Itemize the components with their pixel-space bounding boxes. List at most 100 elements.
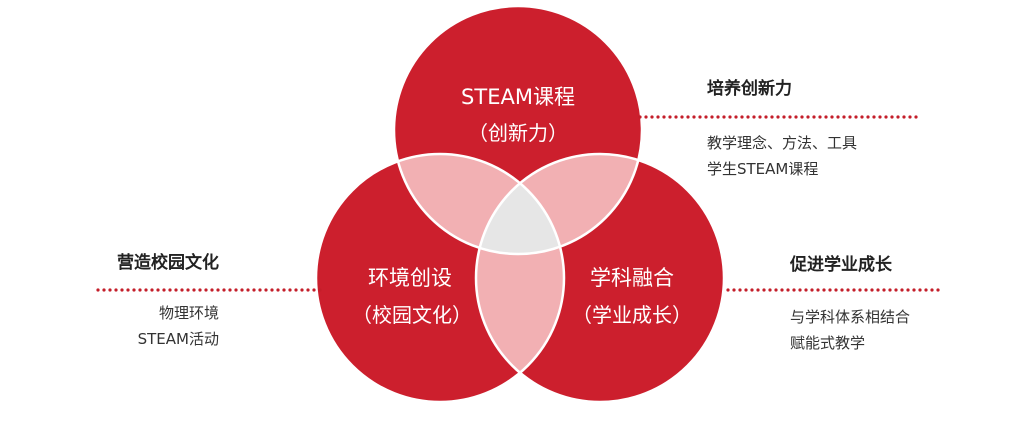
leader-dot: [656, 115, 660, 119]
callout-top-right-line-2: 学生STEAM课程: [707, 160, 818, 178]
leader-dot: [900, 288, 904, 292]
leader-dot: [674, 115, 678, 119]
leader-dot: [276, 288, 280, 292]
leader-dot: [174, 288, 178, 292]
outline-right: [474, 152, 726, 404]
leader-dot: [300, 288, 304, 292]
leader-dot: [216, 288, 220, 292]
leader-dot: [228, 288, 232, 292]
leader-dot: [282, 288, 286, 292]
leader-dot: [876, 288, 880, 292]
callout-top-right-title: 培养创新力: [707, 78, 792, 99]
leader-right: [726, 288, 940, 292]
leader-dot: [902, 115, 906, 119]
leader-dot: [894, 288, 898, 292]
leader-dot: [114, 288, 118, 292]
callout-left-line-1: 物理环境: [159, 304, 219, 322]
leader-dot: [222, 288, 226, 292]
leader-dot: [186, 288, 190, 292]
leader-dot: [318, 288, 322, 292]
leader-dot: [792, 288, 796, 292]
leader-dot: [644, 115, 648, 119]
leader-dot: [878, 115, 882, 119]
leader-dot: [798, 288, 802, 292]
leader-dot: [908, 115, 912, 119]
leader-dot: [768, 288, 772, 292]
leader-dot: [834, 288, 838, 292]
leader-dot: [650, 115, 654, 119]
leader-dot: [806, 115, 810, 119]
leader-dot: [810, 288, 814, 292]
leader-dot: [882, 288, 886, 292]
leader-dot: [914, 115, 918, 119]
leader-dot: [780, 288, 784, 292]
leader-dot: [108, 288, 112, 292]
leader-dot: [864, 288, 868, 292]
leader-dot: [240, 288, 244, 292]
leader-dot: [824, 115, 828, 119]
leader-dot: [204, 288, 208, 292]
leader-dot: [198, 288, 202, 292]
leader-dot: [782, 115, 786, 119]
leader-dot: [306, 288, 310, 292]
leader-dot: [924, 288, 928, 292]
circle-right-title: 学科融合: [590, 266, 674, 290]
leader-top-right: [638, 115, 918, 119]
circle-right-subtitle: （学业成长）: [572, 303, 692, 327]
leader-dot: [822, 288, 826, 292]
leader-dot: [812, 115, 816, 119]
leader-dot: [312, 288, 316, 292]
leader-dot: [162, 288, 166, 292]
leader-dot: [836, 115, 840, 119]
callout-top-right-line-1: 教学理念、方法、工具: [707, 134, 857, 152]
leader-dot: [180, 288, 184, 292]
leader-dot: [132, 288, 136, 292]
leader-dot: [722, 115, 726, 119]
leader-dot: [102, 288, 106, 292]
leader-dot: [288, 288, 292, 292]
leader-dot: [728, 115, 732, 119]
leader-dot: [872, 115, 876, 119]
leader-dot: [732, 288, 736, 292]
leader-dot: [246, 288, 250, 292]
leader-dot: [884, 115, 888, 119]
leader-dot: [842, 115, 846, 119]
leader-dot: [758, 115, 762, 119]
leader-dot: [848, 115, 852, 119]
leader-dot: [156, 288, 160, 292]
leader-dot: [668, 115, 672, 119]
leader-dot: [818, 115, 822, 119]
circle-top-title: STEAM课程: [461, 85, 575, 109]
leader-dot: [846, 288, 850, 292]
leader-dot: [120, 288, 124, 292]
leader-dot: [794, 115, 798, 119]
leader-dot: [930, 288, 934, 292]
leader-dot: [744, 288, 748, 292]
callout-right-line-1: 与学科体系相结合: [790, 308, 910, 326]
leader-dot: [770, 115, 774, 119]
outline-top: [392, 4, 644, 256]
leader-dot: [662, 115, 666, 119]
callout-right-title: 促进学业成长: [789, 254, 893, 275]
callout-left-line-2: STEAM活动: [138, 330, 219, 348]
outline-left: [314, 152, 566, 404]
leader-dot: [764, 115, 768, 119]
leader-dot: [936, 288, 940, 292]
leader-dot: [168, 288, 172, 292]
leader-dot: [192, 288, 196, 292]
leader-dot: [762, 288, 766, 292]
leader-dot: [852, 288, 856, 292]
leader-dot: [786, 288, 790, 292]
leader-dot: [144, 288, 148, 292]
leader-dot: [776, 115, 780, 119]
leader-dot: [126, 288, 130, 292]
leader-dot: [912, 288, 916, 292]
leader-dot: [258, 288, 262, 292]
leader-dot: [918, 288, 922, 292]
leader-dot: [638, 115, 642, 119]
leader-dot: [96, 288, 100, 292]
leader-dot: [210, 288, 214, 292]
leader-dot: [888, 288, 892, 292]
leader-dot: [774, 288, 778, 292]
